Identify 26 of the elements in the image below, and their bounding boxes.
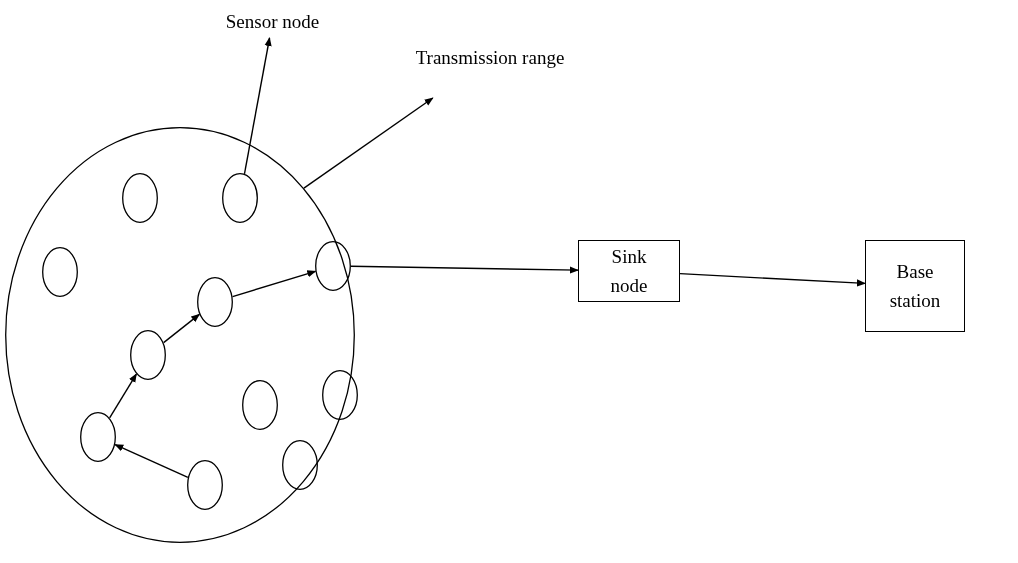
node-label: Sink node — [609, 244, 649, 298]
node-label: Base station — [888, 259, 942, 313]
arrow — [303, 97, 434, 189]
arrow — [114, 444, 189, 478]
arrow — [231, 270, 317, 298]
sensor-node-circle — [130, 330, 166, 380]
sensor-node-circle — [222, 173, 258, 223]
arrow — [350, 265, 579, 274]
base-station-box — [865, 240, 965, 332]
sensor-node-circle — [187, 460, 223, 510]
arrow — [679, 273, 866, 287]
arrow — [162, 313, 201, 344]
sensor-node-circle — [322, 370, 358, 420]
transmission-range-circle — [5, 127, 355, 543]
arrow — [243, 37, 272, 175]
sensor-node-circle — [315, 241, 351, 291]
sensor-node-circle — [197, 277, 233, 327]
arrow — [108, 373, 138, 419]
sensor-node-circle — [122, 173, 158, 223]
sensor-node-circle — [80, 412, 116, 462]
sensor-node-circle — [282, 440, 318, 490]
sensor-node-circle — [242, 380, 278, 430]
node-label: Sensor node — [225, 10, 320, 35]
sink-node-box — [578, 240, 680, 302]
sensor-node-circle — [42, 247, 78, 297]
node-label: Transmission range — [415, 46, 565, 71]
